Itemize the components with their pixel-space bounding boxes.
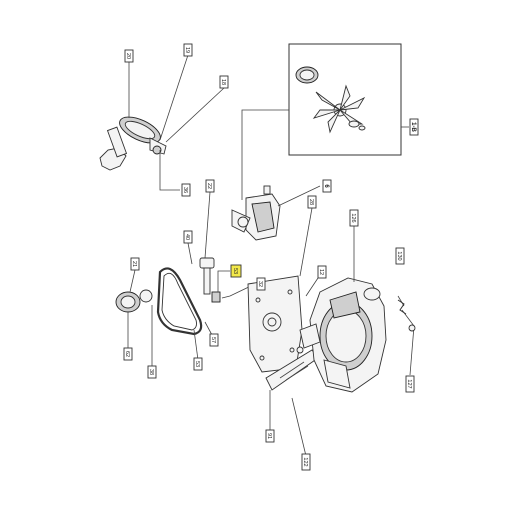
callout-label: 53 [232,268,238,274]
callout-label: 12 [318,269,324,275]
pulley-belt-assembly [115,267,203,336]
ref-6[interactable]: 6 [322,179,332,193]
callout-label: 130 [396,251,402,260]
fan-bracket-assembly [231,185,281,241]
sensor-stud [199,257,221,303]
callout-label: 38 [148,369,154,375]
callout-53-highlighted[interactable]: 53 [230,264,242,278]
callout-20[interactable]: 20 [124,49,134,63]
callout-126[interactable]: 126 [349,209,359,227]
callout-18[interactable]: 18 [219,75,229,89]
callout-label: 53 [194,361,200,367]
callout-label: 18 [220,79,226,85]
callout-label: 28 [308,199,314,205]
callout-label: 20 [125,53,131,59]
ref-label: 6 [323,184,329,188]
callout-label: 36 [182,187,188,193]
callout-19[interactable]: 19 [183,43,193,57]
callout-label: 32 [257,281,263,287]
callout-label: 62 [124,351,130,357]
callout-label: 126 [350,213,356,222]
camshaft-assembly [99,116,167,171]
ref-label: 1-B [410,122,416,132]
spring-clip [397,299,416,332]
callout-21[interactable]: 21 [130,257,140,271]
callout-122[interactable]: 122 [301,453,311,471]
callout-57[interactable]: 57 [209,333,219,347]
callout-53[interactable]: 53 [193,357,203,371]
callout-label: 21 [131,261,137,267]
callout-label: 127 [406,379,412,388]
callout-28[interactable]: 28 [307,195,317,209]
mounting-bracket [247,275,319,391]
callout-36[interactable]: 36 [181,183,191,197]
callout-label: 19 [184,47,190,53]
callout-22[interactable]: 22 [205,179,215,193]
callout-label: 40 [184,234,190,240]
callout-62[interactable]: 62 [123,347,133,361]
callout-label: 57 [210,337,216,343]
callout-label: 122 [302,457,308,466]
callout-12[interactable]: 12 [317,265,327,279]
fan-inset [295,66,366,134]
callout-127[interactable]: 127 [405,375,415,393]
callout-label: 22 [206,183,212,189]
callout-91[interactable]: 91 [265,429,275,443]
callout-40[interactable]: 40 [183,230,193,244]
callout-32[interactable]: 32 [256,277,266,291]
callout-38[interactable]: 38 [147,365,157,379]
ref-1-b[interactable]: 1-B [409,118,419,136]
callout-label: 91 [266,433,272,439]
alternator [296,277,387,393]
callout-130[interactable]: 130 [395,247,405,265]
